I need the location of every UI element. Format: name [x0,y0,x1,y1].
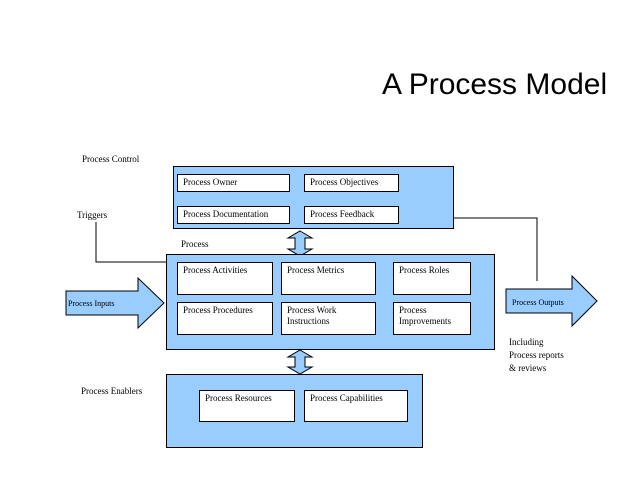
outputs-including-note: Including Process reports & reviews [509,337,564,373]
process-objectives-box: Process Objectives [304,174,399,192]
process-improvements-box: Process Improvements [393,302,471,335]
process-inputs-arrow [65,276,165,330]
process-documentation-box: Process Documentation [177,206,290,224]
process-resources-box: Process Resources [199,390,295,422]
process-capabilities-box: Process Capabilities [304,390,408,422]
process-inputs-label: Process Inputs [68,299,115,308]
process-outputs-label: Process Outputs [512,298,564,307]
triggers-label: Triggers [77,210,108,220]
process-enablers-double-arrow [286,349,314,375]
process-roles-box: Process Roles [393,262,471,295]
process-work-instructions-box: Process Work Instructions [281,302,376,335]
process-control-label: Process Control [82,154,140,164]
page-title: A Process Model [382,68,608,101]
process-label: Process [181,239,209,249]
process-enablers-label: Process Enablers [81,386,143,396]
control-process-double-arrow [286,230,314,257]
process-owner-box: Process Owner [177,174,290,192]
process-feedback-box: Process Feedback [304,206,399,224]
triggers-connector [95,222,166,263]
process-procedures-box: Process Procedures [177,302,273,335]
process-activities-box: Process Activities [177,262,273,295]
process-metrics-box: Process Metrics [281,262,376,295]
process-outputs-arrow [505,274,598,328]
